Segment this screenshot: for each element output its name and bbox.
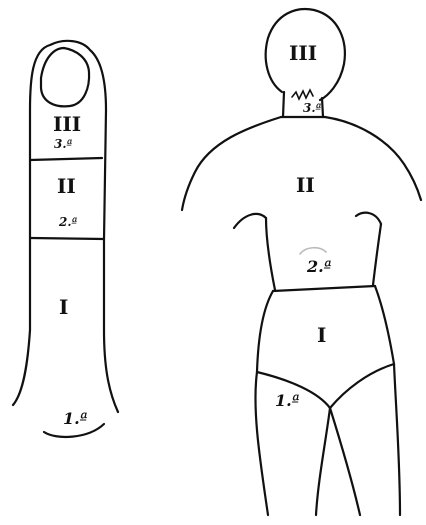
finger-zone-2-roman: II [57,174,76,198]
body-zone-3-ordinal: 3.ª [303,101,322,115]
neck-zigzag [292,90,313,99]
finger-divider-lower [31,238,104,239]
inner-leg-right [330,408,360,515]
body-zone-1-ordinal: 1.ª [275,391,300,410]
right-hip [375,286,394,364]
finger-drawing: III 3.ª II 2.ª I 1.ª [13,41,118,437]
finger-zone-3-roman: III [53,112,81,136]
left-hip [257,291,273,372]
finger-zone-1-roman: I [59,295,68,319]
neck-right [322,98,323,117]
finger-divider-upper [30,158,102,160]
neck-left [283,92,284,117]
left-leg-outer [255,372,268,515]
finger-zone-3-ordinal: 3.ª [54,137,73,151]
finger-zone-2-ordinal: 2.ª [58,215,78,229]
right-armpit [356,213,381,224]
finger-base-label: 1.ª [63,409,88,428]
fingernail [41,48,89,106]
body-drawing: III 3.ª II 2.ª I 1.ª [182,9,421,515]
waist-divider [273,286,375,291]
body-zone-2-ordinal: 2.ª [306,257,332,276]
left-shoulder [182,117,281,210]
right-leg-outer [394,364,400,515]
right-shoulder [325,117,421,200]
torso-right-side [373,224,381,285]
navel-mark [300,248,326,254]
body-zone-1-roman: I [317,323,326,347]
left-armpit [234,214,266,228]
torso-left-side [266,218,275,290]
inner-leg-left [316,408,330,515]
body-zone-3-roman: III [289,41,317,65]
body-zone-2-roman: II [296,173,315,197]
